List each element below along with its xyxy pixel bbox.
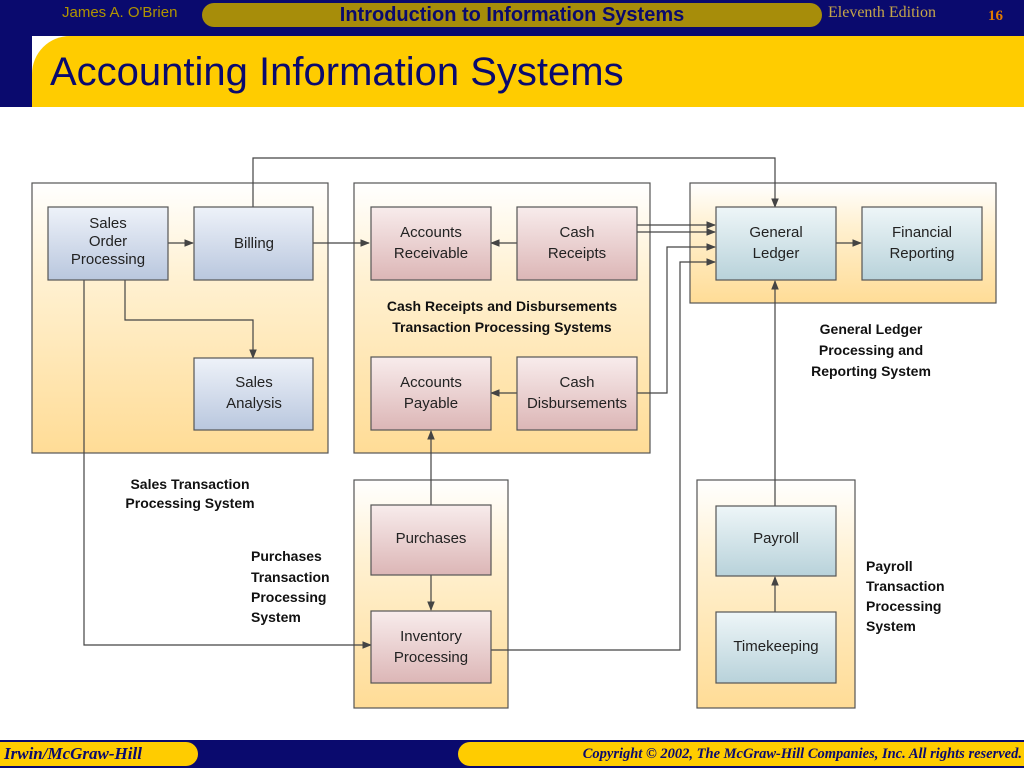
publisher-label: Irwin/McGraw-Hill (0, 742, 198, 766)
label-payroll-tps-line-2: Transaction (866, 578, 945, 594)
node-general-ledger: General Ledger (715, 206, 837, 281)
node-payroll: Payroll (715, 505, 837, 577)
label-gl-system-line-1: General Ledger (820, 321, 923, 337)
connectors (83, 157, 862, 651)
label-purchases-tps-line-2: Transaction (251, 569, 330, 585)
node-inventory-processing-line-2: Processing (394, 649, 468, 666)
node-sales-order-processing-line-1: Sales (89, 215, 127, 232)
node-accounts-receivable: Accounts Receivable (370, 206, 492, 281)
arrow-inventory-to-ledger (490, 258, 716, 651)
node-sales-order-processing: Sales Order Processing (47, 206, 169, 281)
label-payroll-tps-line-4: System (866, 618, 916, 634)
node-general-ledger-line-1: General (749, 224, 802, 241)
label-gl-system-line-3: Reporting System (811, 363, 931, 379)
node-cash-receipts: Cash Receipts (516, 206, 638, 281)
node-sales-order-processing-line-2: Order (89, 233, 127, 250)
node-cash-disbursements-line-2: Disbursements (527, 395, 627, 412)
node-timekeeping-line-1: Timekeeping (733, 638, 818, 655)
arrow-sales-order-to-inventory (83, 280, 372, 649)
node-inventory-processing: Inventory Processing (370, 610, 492, 684)
node-accounts-payable-line-2: Payable (404, 395, 458, 412)
label-gl-system-line-2: Processing and (819, 342, 923, 358)
author-name: James A. O'Brien (62, 4, 178, 21)
node-payroll-line-1: Payroll (753, 530, 799, 547)
arrow-billing-to-general-ledger (252, 157, 779, 208)
label-purchases-tps-line-4: System (251, 609, 301, 625)
system-labels: Sales Transaction Processing System Cash… (125, 298, 944, 634)
node-general-ledger-line-2: Ledger (753, 245, 800, 262)
panels (31, 182, 997, 709)
node-cash-receipts-line-2: Receipts (548, 245, 606, 262)
node-sales-analysis: Sales Analysis (193, 357, 314, 431)
node-sales-analysis-line-2: Analysis (226, 395, 282, 412)
label-cash-tps-line-2: Transaction Processing Systems (392, 319, 612, 335)
node-purchases-line-1: Purchases (396, 530, 467, 547)
node-cash-disbursements: Cash Disbursements (516, 356, 638, 431)
node-accounts-payable-line-1: Accounts (400, 374, 462, 391)
node-inventory-processing-line-1: Inventory (400, 628, 462, 645)
label-payroll-tps-line-1: Payroll (866, 558, 913, 574)
node-financial-reporting-line-2: Reporting (889, 245, 954, 262)
nodes: Sales Order Processing Billing Sales Ana… (47, 206, 983, 684)
arrow-cash-disbursements-to-ledger (637, 243, 716, 394)
node-billing-line-1: Billing (234, 235, 274, 252)
course-title: Introduction to Information Systems (202, 3, 822, 27)
node-billing: Billing (193, 206, 314, 281)
node-accounts-receivable-line-2: Receivable (394, 245, 468, 262)
node-timekeeping: Timekeeping (715, 611, 837, 684)
node-cash-receipts-line-1: Cash (559, 224, 594, 241)
edition-label: Eleventh Edition (828, 4, 936, 21)
label-sales-tps-line-1: Sales Transaction (130, 476, 249, 492)
node-accounts-payable: Accounts Payable (370, 356, 492, 431)
label-payroll-tps-line-3: Processing (866, 598, 941, 614)
label-cash-tps-line-1: Cash Receipts and Disbursements (387, 298, 618, 314)
node-financial-reporting: Financial Reporting (861, 206, 983, 281)
copyright-notice: Copyright © 2002, The McGraw-Hill Compan… (458, 742, 1024, 766)
slide-title: Accounting Information Systems (50, 50, 624, 94)
node-sales-order-processing-line-3: Processing (71, 251, 145, 268)
arrow-sales-order-to-analysis (124, 280, 257, 359)
page-number: 16 (988, 8, 1003, 24)
node-accounts-receivable-line-1: Accounts (400, 224, 462, 241)
node-purchases: Purchases (370, 504, 492, 576)
title-banner (32, 36, 1024, 107)
label-sales-tps-line-2: Processing System (125, 495, 254, 511)
node-cash-disbursements-line-1: Cash (559, 374, 594, 391)
label-purchases-tps-line-1: Purchases (251, 548, 322, 564)
node-financial-reporting-line-1: Financial (892, 224, 952, 241)
node-sales-analysis-line-1: Sales (235, 374, 273, 391)
header-side-bar (0, 0, 32, 107)
label-purchases-tps-line-3: Processing (251, 589, 326, 605)
